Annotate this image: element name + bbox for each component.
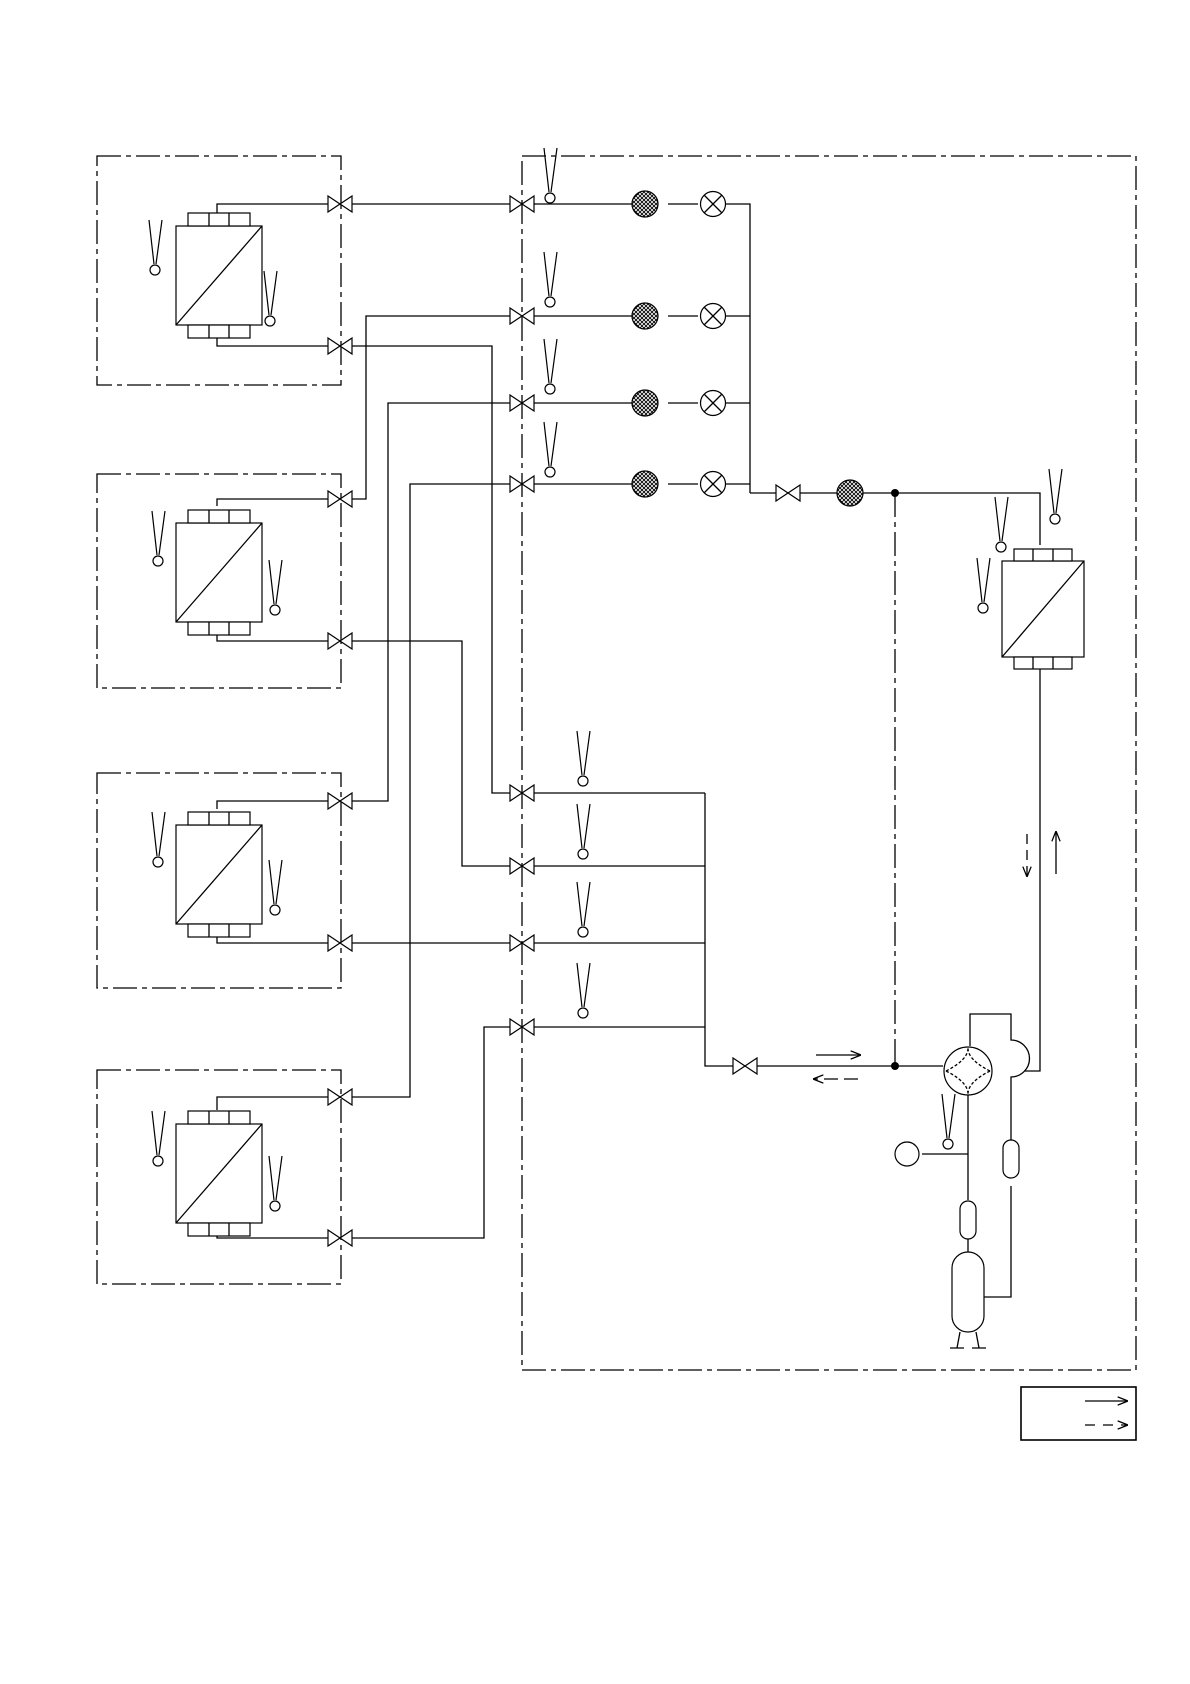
temperature-sensor xyxy=(149,220,162,275)
temperature-sensor xyxy=(995,497,1008,552)
temperature-sensor xyxy=(269,560,282,615)
outdoor-heat-exchanger xyxy=(1002,549,1084,669)
temperature-sensor xyxy=(977,558,990,613)
valve xyxy=(328,1230,352,1246)
heat-exchanger-2 xyxy=(176,510,262,635)
temperature-sensor xyxy=(152,1111,165,1166)
refrigerant-pipes xyxy=(217,204,1040,1297)
valve xyxy=(328,338,352,354)
temperature-sensor xyxy=(544,422,557,477)
temperature-sensor xyxy=(577,963,590,1018)
four-way-valve xyxy=(944,1047,992,1095)
temperature-sensor xyxy=(152,812,165,867)
temperature-sensor xyxy=(577,804,590,859)
pressure-switch xyxy=(895,1142,919,1166)
valve xyxy=(328,633,352,649)
temperature-sensor xyxy=(577,731,590,786)
heat-exchanger-1 xyxy=(176,213,262,338)
temperature-sensor xyxy=(152,511,165,566)
temperature-sensor xyxy=(1049,469,1062,524)
stop-valves xyxy=(328,196,800,1246)
valve xyxy=(733,1058,757,1074)
heat-exchanger-4 xyxy=(176,1111,262,1236)
junction-dot-bottom xyxy=(891,1062,899,1070)
heat-exchanger-3 xyxy=(176,812,262,937)
temperature-sensor xyxy=(269,860,282,915)
valve xyxy=(328,196,352,212)
legend xyxy=(1021,1387,1136,1440)
temperature-sensor xyxy=(544,252,557,307)
indoor-heat-exchangers xyxy=(176,213,262,1236)
temperature-sensor xyxy=(264,271,277,326)
temperature-sensor xyxy=(942,1094,955,1149)
junction-dot-top xyxy=(891,489,899,497)
temperature-sensors xyxy=(149,148,1062,1211)
valve xyxy=(776,485,800,501)
muffler-right xyxy=(1003,1140,1019,1178)
temperature-sensor xyxy=(269,1156,282,1211)
valve xyxy=(328,793,352,809)
valve xyxy=(328,935,352,951)
valve xyxy=(328,1089,352,1105)
muffler-left xyxy=(960,1201,976,1239)
expansion-valves xyxy=(701,192,726,497)
temperature-sensor xyxy=(577,882,590,937)
temperature-sensor xyxy=(544,339,557,394)
compressor xyxy=(950,1252,986,1348)
strainers xyxy=(632,191,863,506)
valve xyxy=(328,491,352,507)
outdoor-unit-boundary xyxy=(522,156,1136,1370)
